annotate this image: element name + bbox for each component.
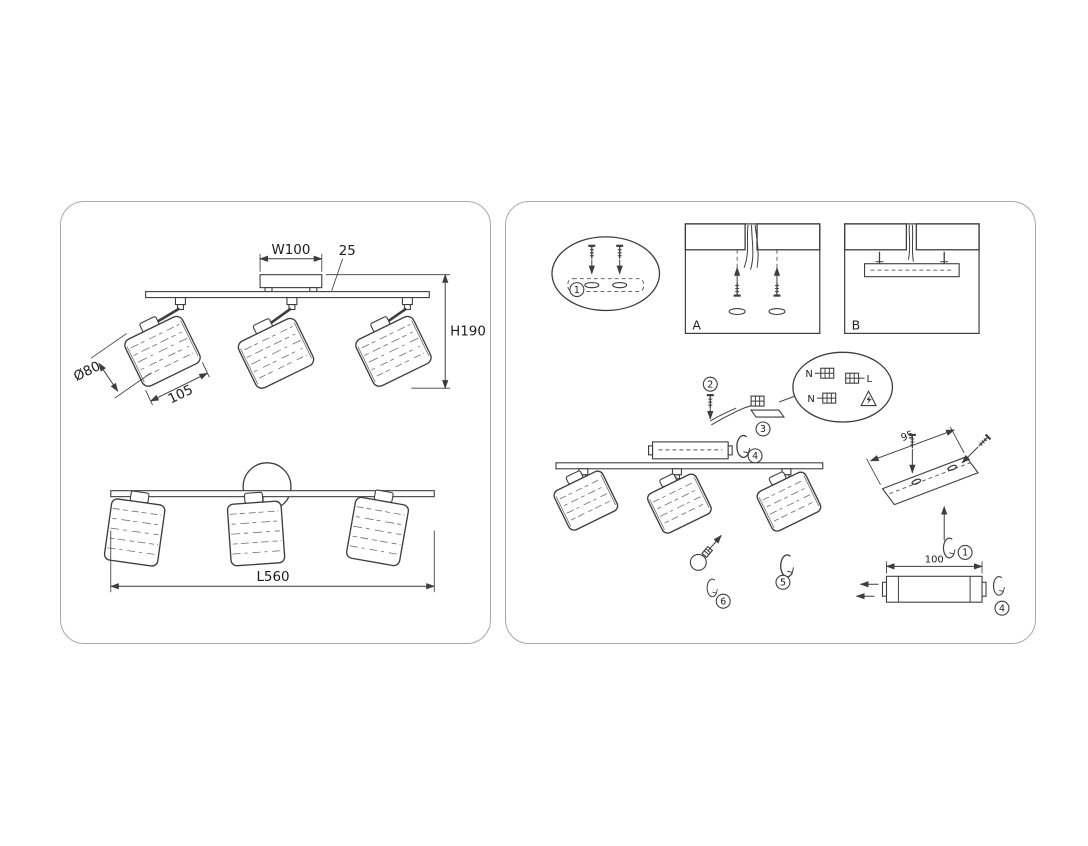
dimensions-panel: W100 25 H190: [60, 201, 491, 644]
driver-box: [651, 441, 729, 460]
spot-bar-assembly: 6 5: [547, 461, 824, 609]
mains-wire: [911, 224, 914, 262]
step-badge-2: 2: [702, 376, 718, 392]
right-panel-drawing: 1 A: [547, 223, 1010, 616]
screw-icon: [587, 244, 597, 260]
dimension-w100: W100: [259, 243, 323, 272]
ceiling-hatch: [684, 223, 746, 251]
step-3-label: 3: [760, 424, 766, 435]
left-panel-drawing: W100 25 H190: [72, 243, 486, 593]
mains-wire: [743, 224, 749, 268]
terminal-block: [845, 372, 860, 384]
step-badge-5: 5: [775, 574, 791, 590]
mains-wire: [750, 224, 754, 270]
ceiling-bar: [145, 291, 430, 299]
dim-h190-label: H190: [450, 324, 486, 339]
step-badge-4: 4: [747, 448, 763, 464]
wiring-detail-ellipse: [792, 351, 894, 423]
dimension-25: 25: [331, 244, 356, 291]
front-shade-1: [103, 487, 168, 568]
driver-box-front: [885, 575, 983, 603]
mounting-bracket: [881, 456, 979, 506]
step-badge-1: 1: [569, 282, 585, 298]
driver-detail: 100 4: [855, 554, 1010, 616]
step-2-label: 2: [707, 379, 713, 390]
terminal-block: [750, 395, 765, 407]
step-badge-1b: 1: [957, 544, 973, 560]
ceiling-hatch: [844, 223, 908, 251]
dim-105-label: 105: [166, 383, 196, 408]
step-1b-label: 1: [962, 548, 968, 559]
dim-w100-label: W100: [271, 243, 310, 258]
bulb: [689, 534, 722, 571]
option-b-label: B: [852, 317, 861, 332]
step-badge-6: 6: [715, 593, 731, 609]
rotate-arrow-icon: [992, 575, 1005, 596]
ceiling-hatch: [915, 223, 980, 251]
step-6-label: 6: [720, 596, 726, 607]
wall-plug: [768, 307, 786, 316]
twisted-wire: [711, 404, 754, 426]
dim-l560-label: L560: [256, 570, 289, 585]
step-5-label: 5: [780, 577, 786, 588]
bulb-glass: [689, 553, 707, 571]
canopy-foot: [309, 287, 318, 293]
dimension-100: 100: [885, 554, 983, 574]
option-b-frame: [844, 223, 980, 335]
dimension-l560: L560: [109, 530, 436, 593]
front-shade-2: [225, 490, 286, 567]
mounted-bracket: [864, 263, 960, 278]
screw-icon: [975, 433, 992, 450]
dim-95-label: 95: [900, 429, 916, 444]
canopy-assembly: 4: [648, 434, 763, 464]
mains-wire: [907, 224, 911, 260]
step-4b-label: 4: [999, 603, 1005, 614]
twisted-wire: [710, 407, 737, 422]
step-4-label: 4: [752, 451, 758, 462]
option-a-label: A: [692, 317, 701, 332]
front-view-drawing: L560: [103, 462, 436, 593]
wiring-n-bottom-label: N: [807, 394, 814, 405]
wiring-assembly: 2 3 N L: [702, 351, 894, 437]
mounting-option-a: A: [684, 223, 821, 335]
wiring-n-top-label: N: [805, 369, 812, 380]
rotate-arrow-icon: [942, 537, 956, 559]
ceiling-bar-front: [110, 490, 435, 498]
canopy-plate: [259, 274, 323, 289]
electric-warning-icon: [860, 390, 877, 407]
terminal-plate: [750, 409, 786, 418]
wall-plug: [728, 307, 746, 316]
step-badge-4b: 4: [994, 600, 1010, 616]
front-shade-3: [345, 485, 412, 568]
dim-100-label: 100: [925, 554, 944, 565]
detail-ellipse: [551, 236, 661, 312]
canopy-foot: [264, 287, 273, 293]
rotate-arrow-icon: [706, 578, 718, 598]
step-badge-3: 3: [755, 421, 771, 437]
mounting-option-b: B: [844, 223, 980, 335]
bracket-detail: 95 1: [866, 426, 992, 560]
ceiling-bar: [555, 462, 824, 470]
dimension-h190: H190: [325, 273, 486, 390]
anchor-detail-step1: 1: [551, 236, 661, 312]
step-1-label: 1: [574, 285, 580, 296]
screw-icon: [705, 394, 715, 410]
terminal-block: [820, 367, 835, 379]
side-view-drawing: W100 25 H190: [72, 243, 486, 408]
bracket-slot: [947, 464, 958, 471]
screw-icon: [615, 244, 625, 260]
bracket-slot: [911, 478, 922, 485]
terminal-block: [822, 392, 837, 404]
wiring-l-label: L: [867, 374, 873, 385]
dim-25-label: 25: [339, 244, 356, 259]
rotate-arrow-icon: [780, 554, 795, 578]
mains-wire: [754, 224, 759, 268]
installation-panel: 1 A: [505, 201, 1036, 644]
dim-d80-label: Ø80: [72, 359, 103, 385]
